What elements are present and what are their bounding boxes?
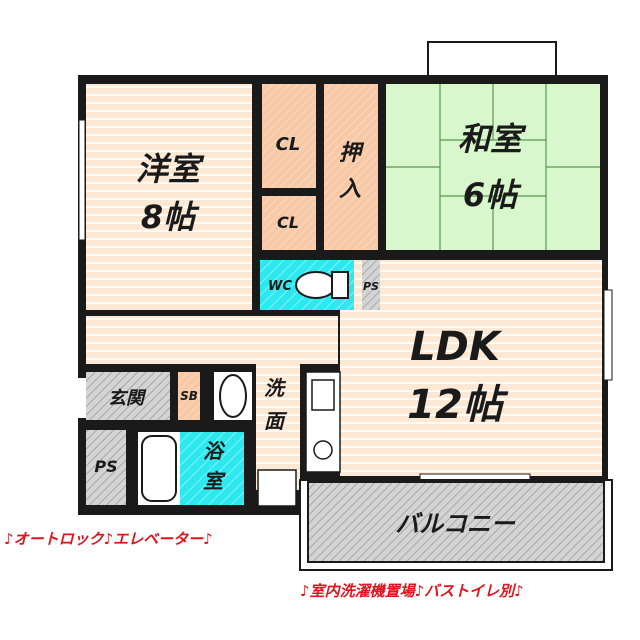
features-right: ♪室内洗濯機置場♪バストイレ別♪	[300, 582, 524, 600]
japanese-room-name: 和室	[458, 120, 527, 158]
features-left: ♪オートロック♪エレベーター♪	[4, 530, 213, 548]
ldk-name: LDK	[410, 324, 503, 370]
bathtub	[141, 435, 177, 502]
window-west	[78, 119, 86, 241]
japanese-room-size: 6帖	[463, 176, 522, 214]
tatami-lines	[386, 84, 600, 250]
hallway	[86, 316, 338, 364]
toilet-tank	[331, 271, 349, 299]
western-room-size: 8帖	[141, 198, 200, 236]
ps-1-label: PS	[363, 280, 379, 293]
washbasin	[219, 374, 247, 418]
entrance	[86, 372, 170, 420]
closet-2-label: CL	[277, 213, 299, 232]
balcony-label: バルコニー	[395, 510, 516, 538]
bathroom	[180, 432, 244, 505]
window-east	[603, 289, 613, 381]
washing-machine-space	[257, 469, 297, 507]
window-balcony	[427, 41, 557, 81]
shoebox	[178, 372, 200, 420]
closet-1-label: CL	[276, 134, 301, 155]
entrance-label: 玄関	[108, 388, 147, 409]
western-room-name: 洋室	[136, 150, 205, 188]
ps-2	[86, 430, 126, 505]
entrance-door	[60, 378, 86, 418]
oshiire	[324, 84, 378, 250]
closet-1	[262, 84, 316, 188]
room-western	[86, 84, 252, 310]
stove	[313, 440, 333, 460]
wc-label: WC	[268, 279, 292, 294]
sink	[311, 379, 335, 411]
oshiire-label-2: 入	[339, 177, 361, 202]
ps-2-label: PS	[94, 457, 117, 476]
balcony	[307, 481, 605, 563]
room-washroom	[256, 364, 300, 490]
ps-1	[362, 260, 380, 310]
bath-label-2: 室	[203, 469, 226, 493]
oshiire-label-1: 押	[339, 141, 365, 166]
toilet	[295, 271, 337, 299]
shoebox-label: SB	[180, 389, 198, 403]
closet-2	[262, 196, 316, 250]
bath-label-1: 浴	[203, 439, 226, 463]
ldk-size: 12帖	[407, 382, 509, 428]
washroom-label-1: 洗	[264, 376, 287, 400]
room-ldk	[340, 260, 602, 476]
